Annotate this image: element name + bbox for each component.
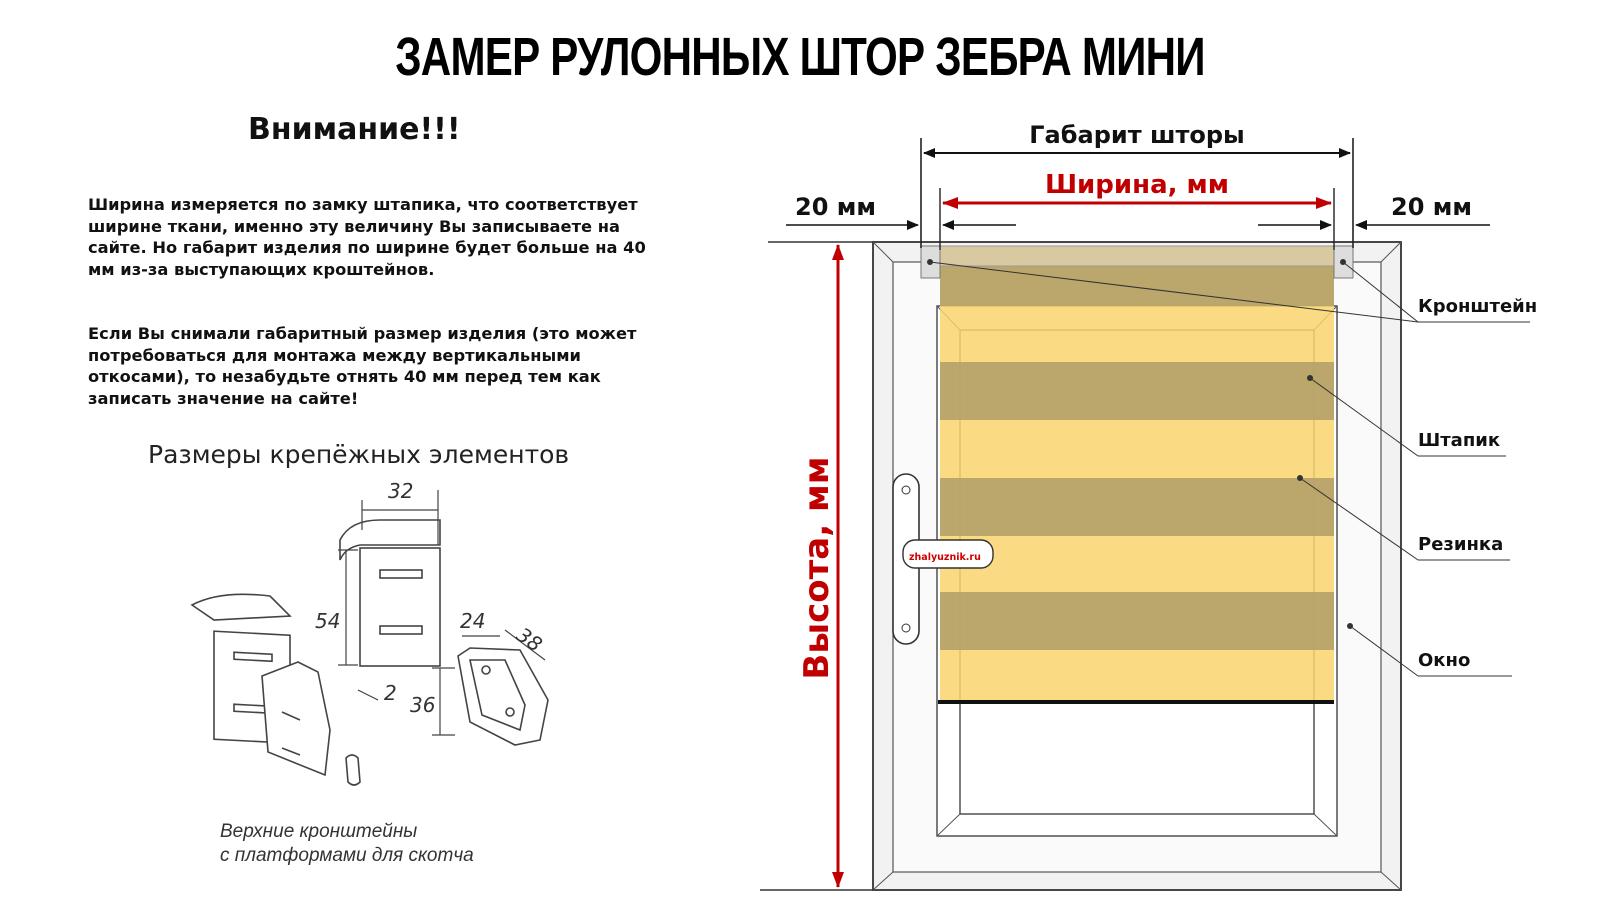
- bracket-slot: [233, 651, 273, 663]
- zebra-blind-fabric: [940, 246, 1334, 702]
- caption-line-1: Верхние кронштейны: [220, 821, 418, 842]
- left-offset-label: 20 мм: [795, 193, 876, 221]
- dim-2: 2: [384, 681, 397, 705]
- dim-36: 36: [410, 693, 435, 717]
- bracket-small-part: [345, 754, 361, 786]
- fasteners-heading: Размеры крепёжных элементов: [148, 440, 570, 469]
- callout-glazing-bead: Штапик: [1418, 430, 1500, 451]
- bracket-hole: [481, 665, 491, 675]
- dim-32: 32: [388, 479, 413, 503]
- attention-heading: Внимание!!!: [248, 112, 461, 147]
- bracket-slot: [379, 569, 423, 579]
- overall-size-instruction: Если Вы снимали габаритный размер издели…: [88, 324, 637, 408]
- width-label: Ширина, мм: [1045, 170, 1229, 200]
- callout-rubber-seal: Резинка: [1418, 534, 1503, 555]
- window-handle: [892, 473, 994, 645]
- height-label: Высота, мм: [797, 456, 837, 679]
- callout-bracket: Кронштейн: [1418, 296, 1537, 317]
- watermark: zhalyuznik.ru: [909, 552, 981, 563]
- bracket-tape-platform-left: [190, 593, 292, 621]
- right-offset-label: 20 мм: [1391, 193, 1472, 221]
- callout-window: Окно: [1418, 650, 1470, 671]
- bracket-hole: [505, 707, 515, 717]
- caption-line-2: с платформами для скотча: [220, 845, 474, 866]
- bracket-slot: [379, 625, 423, 635]
- blind-cassette: [939, 245, 1335, 267]
- bracket-clip-slots: [281, 711, 301, 756]
- bracket-plate-large: [359, 547, 441, 667]
- fasteners-caption: Верхние кронштейны с платформами для ско…: [220, 820, 474, 868]
- page-title: ЗАМЕР РУЛОННЫХ ШТОР ЗЕБРА МИНИ: [395, 27, 1205, 87]
- overall-width-label: Габарит шторы: [1029, 121, 1244, 149]
- dim-54: 54: [315, 609, 340, 633]
- dim-24: 24: [460, 609, 485, 633]
- bracket-tape-platform: [339, 519, 441, 561]
- width-instruction: Ширина измеряется по замку штапика, что …: [88, 195, 646, 279]
